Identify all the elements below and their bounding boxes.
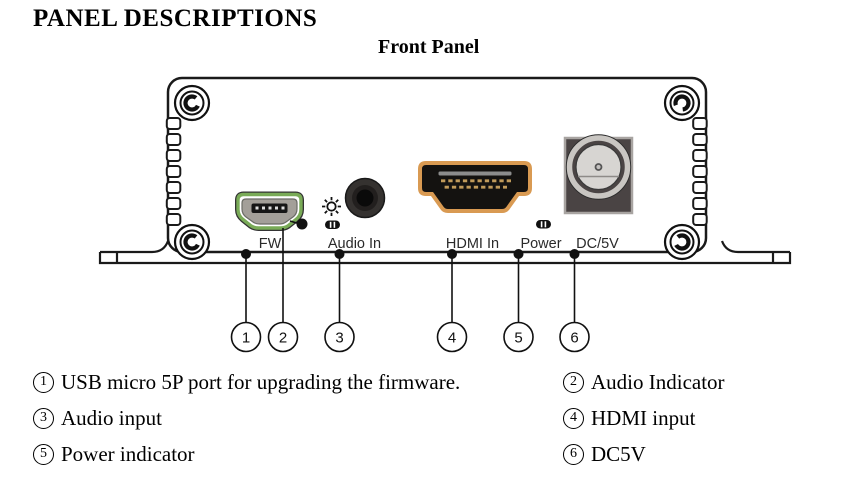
port-label-audio-in: Audio In	[328, 236, 381, 252]
description-item-5: 5 Power indicator	[33, 441, 460, 467]
descriptions-left-column: 1 USB micro 5P port for upgrading the fi…	[33, 369, 460, 467]
hdmi-port	[418, 161, 532, 213]
callout-4: 4	[448, 330, 456, 347]
audio-led-indicator-icon	[325, 220, 340, 229]
vent-fins-right	[692, 117, 708, 226]
port-label-dc5v: DC/5V	[576, 236, 619, 252]
dc-power-jack	[563, 134, 634, 215]
page-title: PANEL DESCRIPTIONS	[33, 5, 318, 32]
description-item-4: 4 HDMI input	[563, 405, 725, 431]
sun-brightness-icon	[322, 197, 341, 216]
callout-1: 1	[242, 330, 250, 347]
callout-dots	[241, 218, 580, 259]
vent-fins-left	[165, 117, 182, 226]
callout-3: 3	[335, 330, 343, 347]
callout-6: 6	[570, 330, 578, 347]
front-panel-heading: Front Panel	[378, 36, 480, 58]
mounting-plate	[98, 240, 792, 265]
port-label-fw: FW	[259, 236, 282, 252]
description-text-5: Power indicator	[61, 441, 195, 466]
callout-circles: 1 2 3 4 5 6	[230, 321, 590, 353]
audio-jack	[344, 177, 386, 219]
callout-leaders	[245, 220, 576, 323]
callout-2: 2	[279, 330, 287, 347]
description-text-2: Audio Indicator	[591, 369, 725, 394]
description-item-1: 1 USB micro 5P port for upgrading the fi…	[33, 369, 460, 395]
callout-5: 5	[514, 330, 522, 347]
screw-head-icon	[173, 84, 701, 261]
usb-micro-port	[235, 191, 304, 231]
port-label-power: Power	[520, 236, 561, 252]
circled-number-3: 3	[33, 407, 54, 429]
circled-number-2: 2	[563, 371, 584, 393]
description-text-6: DC5V	[591, 441, 646, 466]
descriptions-right-column: 2 Audio Indicator 4 HDMI input 6 DC5V	[563, 369, 725, 467]
circled-number-1: 1	[33, 371, 54, 393]
description-item-2: 2 Audio Indicator	[563, 369, 725, 395]
description-text-4: HDMI input	[591, 405, 696, 430]
circled-number-5: 5	[33, 443, 54, 465]
description-text-3: Audio input	[61, 405, 162, 430]
description-text-1: USB micro 5P port for upgrading the firm…	[61, 369, 461, 394]
description-item-6: 6 DC5V	[563, 441, 725, 467]
circled-number-6: 6	[563, 443, 584, 465]
port-label-hdmi-in: HDMI In	[446, 236, 499, 252]
front-panel-drawing: FW Audio In HDMI In Power DC/5V 1 2 3 4 …	[98, 76, 792, 353]
power-led-indicator-icon	[536, 220, 551, 229]
circled-number-4: 4	[563, 407, 584, 429]
description-item-3: 3 Audio input	[33, 405, 460, 431]
